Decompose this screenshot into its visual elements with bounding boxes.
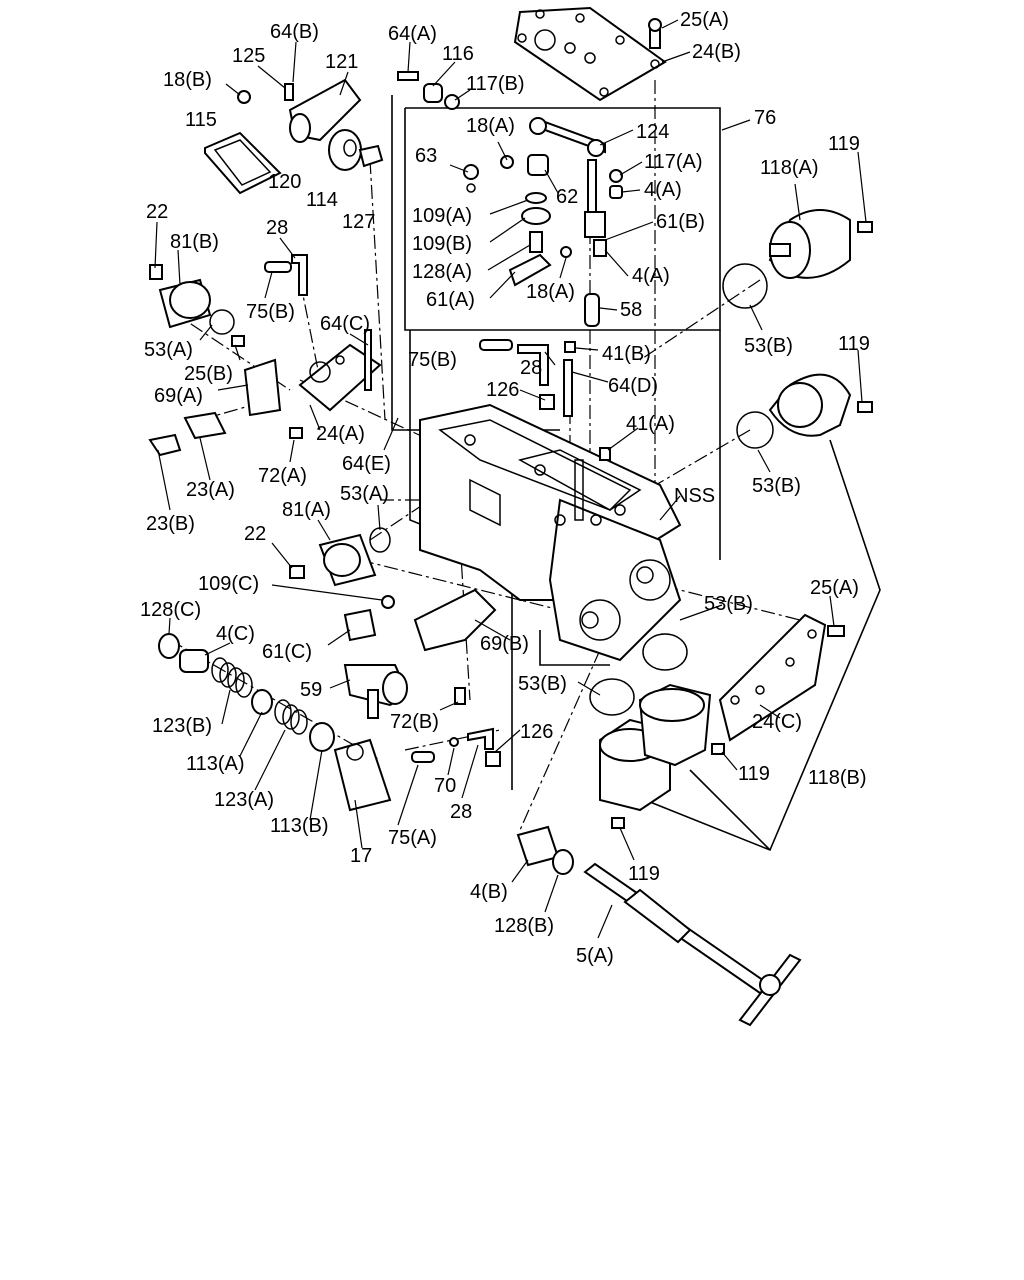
callout-label: 70 [434, 775, 456, 797]
callout-label: 28 [520, 357, 542, 379]
callout-label: 58 [620, 299, 642, 321]
callout-label: 4(C) [216, 623, 255, 645]
callout-label: 41(A) [626, 413, 675, 435]
callout-label: 119 [738, 763, 770, 785]
top-cover-plate [513, 6, 667, 102]
callout-label: 117(A) [644, 151, 703, 173]
callout-label: 61(B) [656, 211, 705, 233]
callout-label: 69(B) [480, 633, 529, 655]
callout-label: 64(D) [608, 375, 658, 397]
side-cover-24c [718, 613, 827, 742]
callout-label: 53(B) [704, 593, 753, 615]
callout-label: 5(A) [576, 945, 614, 967]
callout-label: 18(B) [163, 69, 212, 91]
callout-label: 4(B) [470, 881, 508, 903]
callout-label: 114 [306, 189, 338, 211]
callout-label: 25(B) [184, 363, 233, 385]
callout-label: 22 [146, 201, 168, 223]
callout-label: 28 [450, 801, 472, 823]
callout-label: 113(A) [186, 753, 245, 775]
callout-label: 75(B) [408, 349, 457, 371]
callout-label: 64(C) [320, 313, 370, 335]
callout-label: 64(B) [270, 21, 319, 43]
spring-123b [211, 657, 253, 698]
callout-label: 125 [232, 45, 265, 67]
callout-label: 109(C) [198, 573, 259, 595]
callout-label: 128(C) [140, 599, 201, 621]
callout-label: 18(A) [526, 281, 575, 303]
parts [148, 6, 873, 1027]
callout-label: 109(B) [412, 233, 472, 255]
callout-label: 127 [342, 211, 375, 233]
callout-label: 53(B) [518, 673, 567, 695]
callout-label: 72(A) [258, 465, 307, 487]
callout-label: 64(A) [388, 23, 437, 45]
callout-label: 117(B) [466, 73, 525, 95]
callout-label: 63 [415, 145, 437, 167]
callout-label: 81(B) [170, 231, 219, 253]
callout-label: 113(B) [270, 815, 329, 837]
callout-label: 123(B) [152, 715, 212, 737]
callout-label: 72(B) [390, 711, 439, 733]
callout-label: 25(A) [810, 577, 859, 599]
callout-label: 118(A) [760, 157, 819, 179]
callout-label: 61(A) [426, 289, 475, 311]
callout-label: 115 [185, 109, 217, 131]
callout-label: 22 [244, 523, 266, 545]
callout-label: 119 [838, 333, 870, 355]
callout-label: 53(B) [752, 475, 801, 497]
callout-label: 4(A) [644, 179, 682, 201]
callout-label: 81(A) [282, 499, 331, 521]
callout-label: 64(E) [342, 453, 391, 475]
belt [204, 131, 282, 195]
leader-lines [154, 19, 867, 939]
callout-label: 126 [520, 721, 553, 743]
callout-label: 61(C) [262, 641, 312, 663]
spring-123a [274, 699, 308, 735]
callout-labels: 64(B) 64(A) 125 121 116 18(B) 117(B) 115… [140, 9, 870, 967]
callout-label: 128(A) [412, 261, 472, 283]
callout-label: 109(A) [412, 205, 472, 227]
callout-label: 75(B) [246, 301, 295, 323]
callout-label: 123(A) [214, 789, 274, 811]
callout-label: 4(A) [632, 265, 670, 287]
shaft-5a [516, 825, 802, 1027]
callout-label: 120 [268, 171, 301, 193]
callout-label: 75(A) [388, 827, 437, 849]
callout-label: 23(B) [146, 513, 195, 535]
callout-label: 69(A) [154, 385, 203, 407]
cover-24a [298, 343, 382, 412]
callout-label: 53(A) [340, 483, 389, 505]
callout-label: 116 [442, 43, 474, 65]
callout-label: 59 [300, 679, 322, 701]
callout-label: 124 [636, 121, 669, 143]
callout-label: 41(B) [602, 343, 651, 365]
callout-label: 53(B) [744, 335, 793, 357]
callout-label: 62 [556, 186, 578, 208]
callout-label: NSS [674, 485, 715, 507]
callout-label: 24(B) [692, 41, 741, 63]
callout-label: 76 [754, 107, 776, 129]
callout-label: 24(C) [752, 711, 802, 733]
main-housing [419, 403, 682, 662]
callout-label: 128(B) [494, 915, 554, 937]
callout-label: 25(A) [680, 9, 729, 31]
callout-label: 118(B) [808, 767, 867, 789]
callout-label: 28 [266, 217, 288, 239]
callout-label: 119 [828, 133, 860, 155]
callout-label: 53(A) [144, 339, 193, 361]
callout-label: 119 [628, 863, 660, 885]
callout-label: 121 [325, 51, 358, 73]
callout-label: 24(A) [316, 423, 365, 445]
callout-label: 23(A) [186, 479, 235, 501]
callout-label: 18(A) [466, 115, 515, 137]
callout-label: 17 [350, 845, 372, 867]
callout-label: 126 [486, 379, 519, 401]
